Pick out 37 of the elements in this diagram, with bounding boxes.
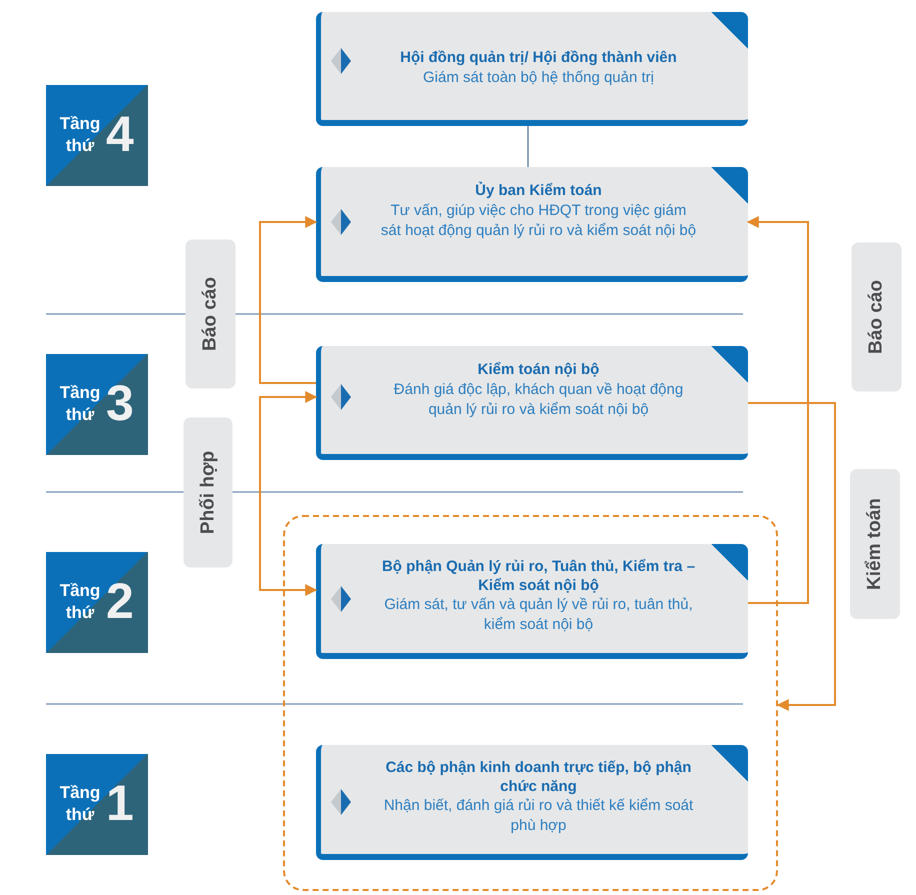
- process-box: [316, 346, 748, 460]
- box-title: Bộ phận Quản lý rủi ro, Tuân thủ, Kiểm tra – Kiểm soát nội bộ: [380, 557, 696, 595]
- process-box: [316, 12, 748, 126]
- tier-badge: [46, 552, 148, 653]
- box-description: Đánh giá độc lập, khách quan về hoạt động quản lý rủi ro và kiểm soát nội bộ: [392, 380, 684, 420]
- side-tab-label: Báo cáo: [851, 242, 901, 391]
- arrow: [259, 216, 318, 384]
- box-title: Kiểm toán nội bộ: [476, 360, 600, 379]
- dashed-group-frame: [283, 515, 778, 891]
- process-box: [316, 544, 748, 659]
- arrow: [746, 216, 809, 604]
- box-title: Các bộ phận kinh doanh trực tiếp, bộ phận chức năng: [384, 758, 692, 796]
- box-description: Giám sát toàn bộ hệ thống quản trị: [422, 68, 655, 88]
- tier-label: Tầng thứ: [58, 382, 102, 426]
- tier-label: Tầng thứ: [58, 580, 102, 624]
- box-title: Hội đồng quản trị/ Hội đồng thành viên: [399, 48, 678, 67]
- box-description: Tư vấn, giúp việc cho HĐQT trong việc giám sát hoạt động quản lý rủi ro và kiểm soát nội bộ: [380, 201, 698, 241]
- tier-number: 4: [106, 107, 134, 161]
- connector-line: [527, 126, 529, 167]
- arrow: [259, 391, 318, 596]
- side-tab-label: Kiểm toán: [850, 469, 900, 619]
- tier-label: Tầng thứ: [58, 113, 102, 157]
- process-box: [316, 167, 748, 282]
- box-description: Giám sát, tư vấn và quản lý về rủi ro, tuân thủ, kiểm soát nội bộ: [383, 595, 694, 635]
- process-box: [316, 745, 748, 860]
- side-tab-label: Phối hợp: [183, 417, 232, 567]
- box-description: Nhận biết, đánh giá rủi ro và thiết kế kiểm soát phù hợp: [382, 796, 694, 836]
- tier-badge: [46, 754, 148, 855]
- tier-number: 2: [106, 574, 134, 628]
- side-tab-label: Báo cáo: [185, 239, 235, 388]
- arrow: [748, 402, 836, 711]
- tier-number: 1: [106, 776, 134, 830]
- tier-badge: [46, 85, 148, 186]
- box-title: Ủy ban Kiểm toán: [474, 181, 603, 200]
- tier-badge: [46, 354, 148, 455]
- tier-label: Tầng thứ: [58, 782, 102, 826]
- tier-number: 3: [106, 376, 134, 430]
